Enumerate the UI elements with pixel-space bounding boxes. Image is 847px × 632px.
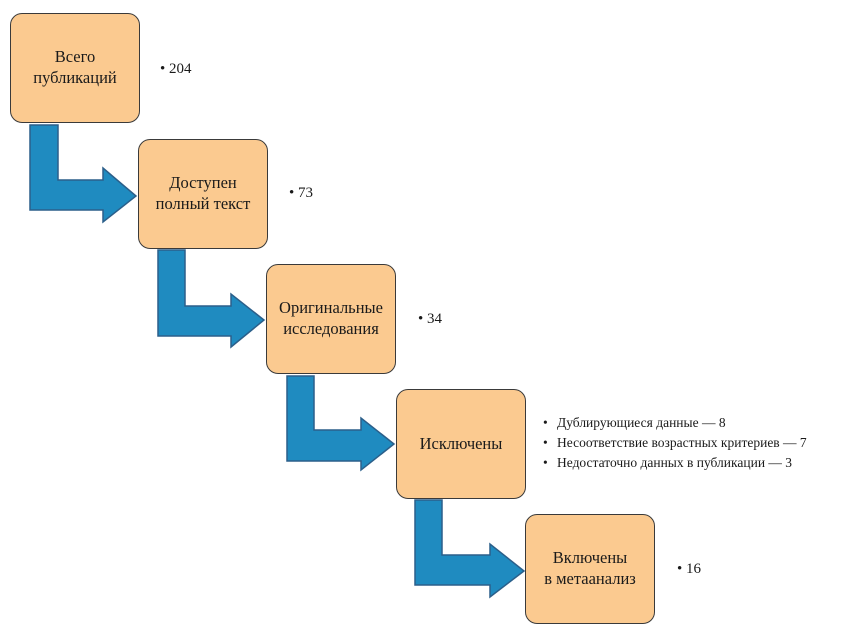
flow-arrow-2 — [157, 249, 266, 349]
flow-arrow-4 — [414, 499, 526, 599]
step-note-included-meta-analysis: • 16 — [677, 561, 702, 577]
step-note-full-text-available: • 73 — [289, 185, 314, 201]
step-box-original-studies: Оригинальные исследования — [266, 264, 396, 374]
step-box-excluded: Исключены — [396, 389, 526, 499]
flow-arrow-1 — [29, 124, 138, 224]
step-note-total-publications: • 204 — [160, 61, 192, 77]
step-box-full-text-available: Доступен полный текст — [138, 139, 268, 249]
exclusion-reasons-list: •Дублирующиеся данные — 8 •Несоответстви… — [543, 413, 807, 473]
step-note-original-studies: • 34 — [418, 311, 443, 327]
exclusion-reason-item: •Дублирующиеся данные — 8 — [543, 415, 726, 430]
flow-arrow-3 — [286, 375, 396, 472]
step-box-included-meta-analysis: Включены в метаанализ — [525, 514, 655, 624]
exclusion-reason-item: •Несоответствие возрастных критериев — 7 — [543, 435, 807, 450]
step-box-total-publications: Всего публикаций — [10, 13, 140, 123]
exclusion-reason-item: •Недостаточно данных в публикации — 3 — [543, 455, 793, 470]
